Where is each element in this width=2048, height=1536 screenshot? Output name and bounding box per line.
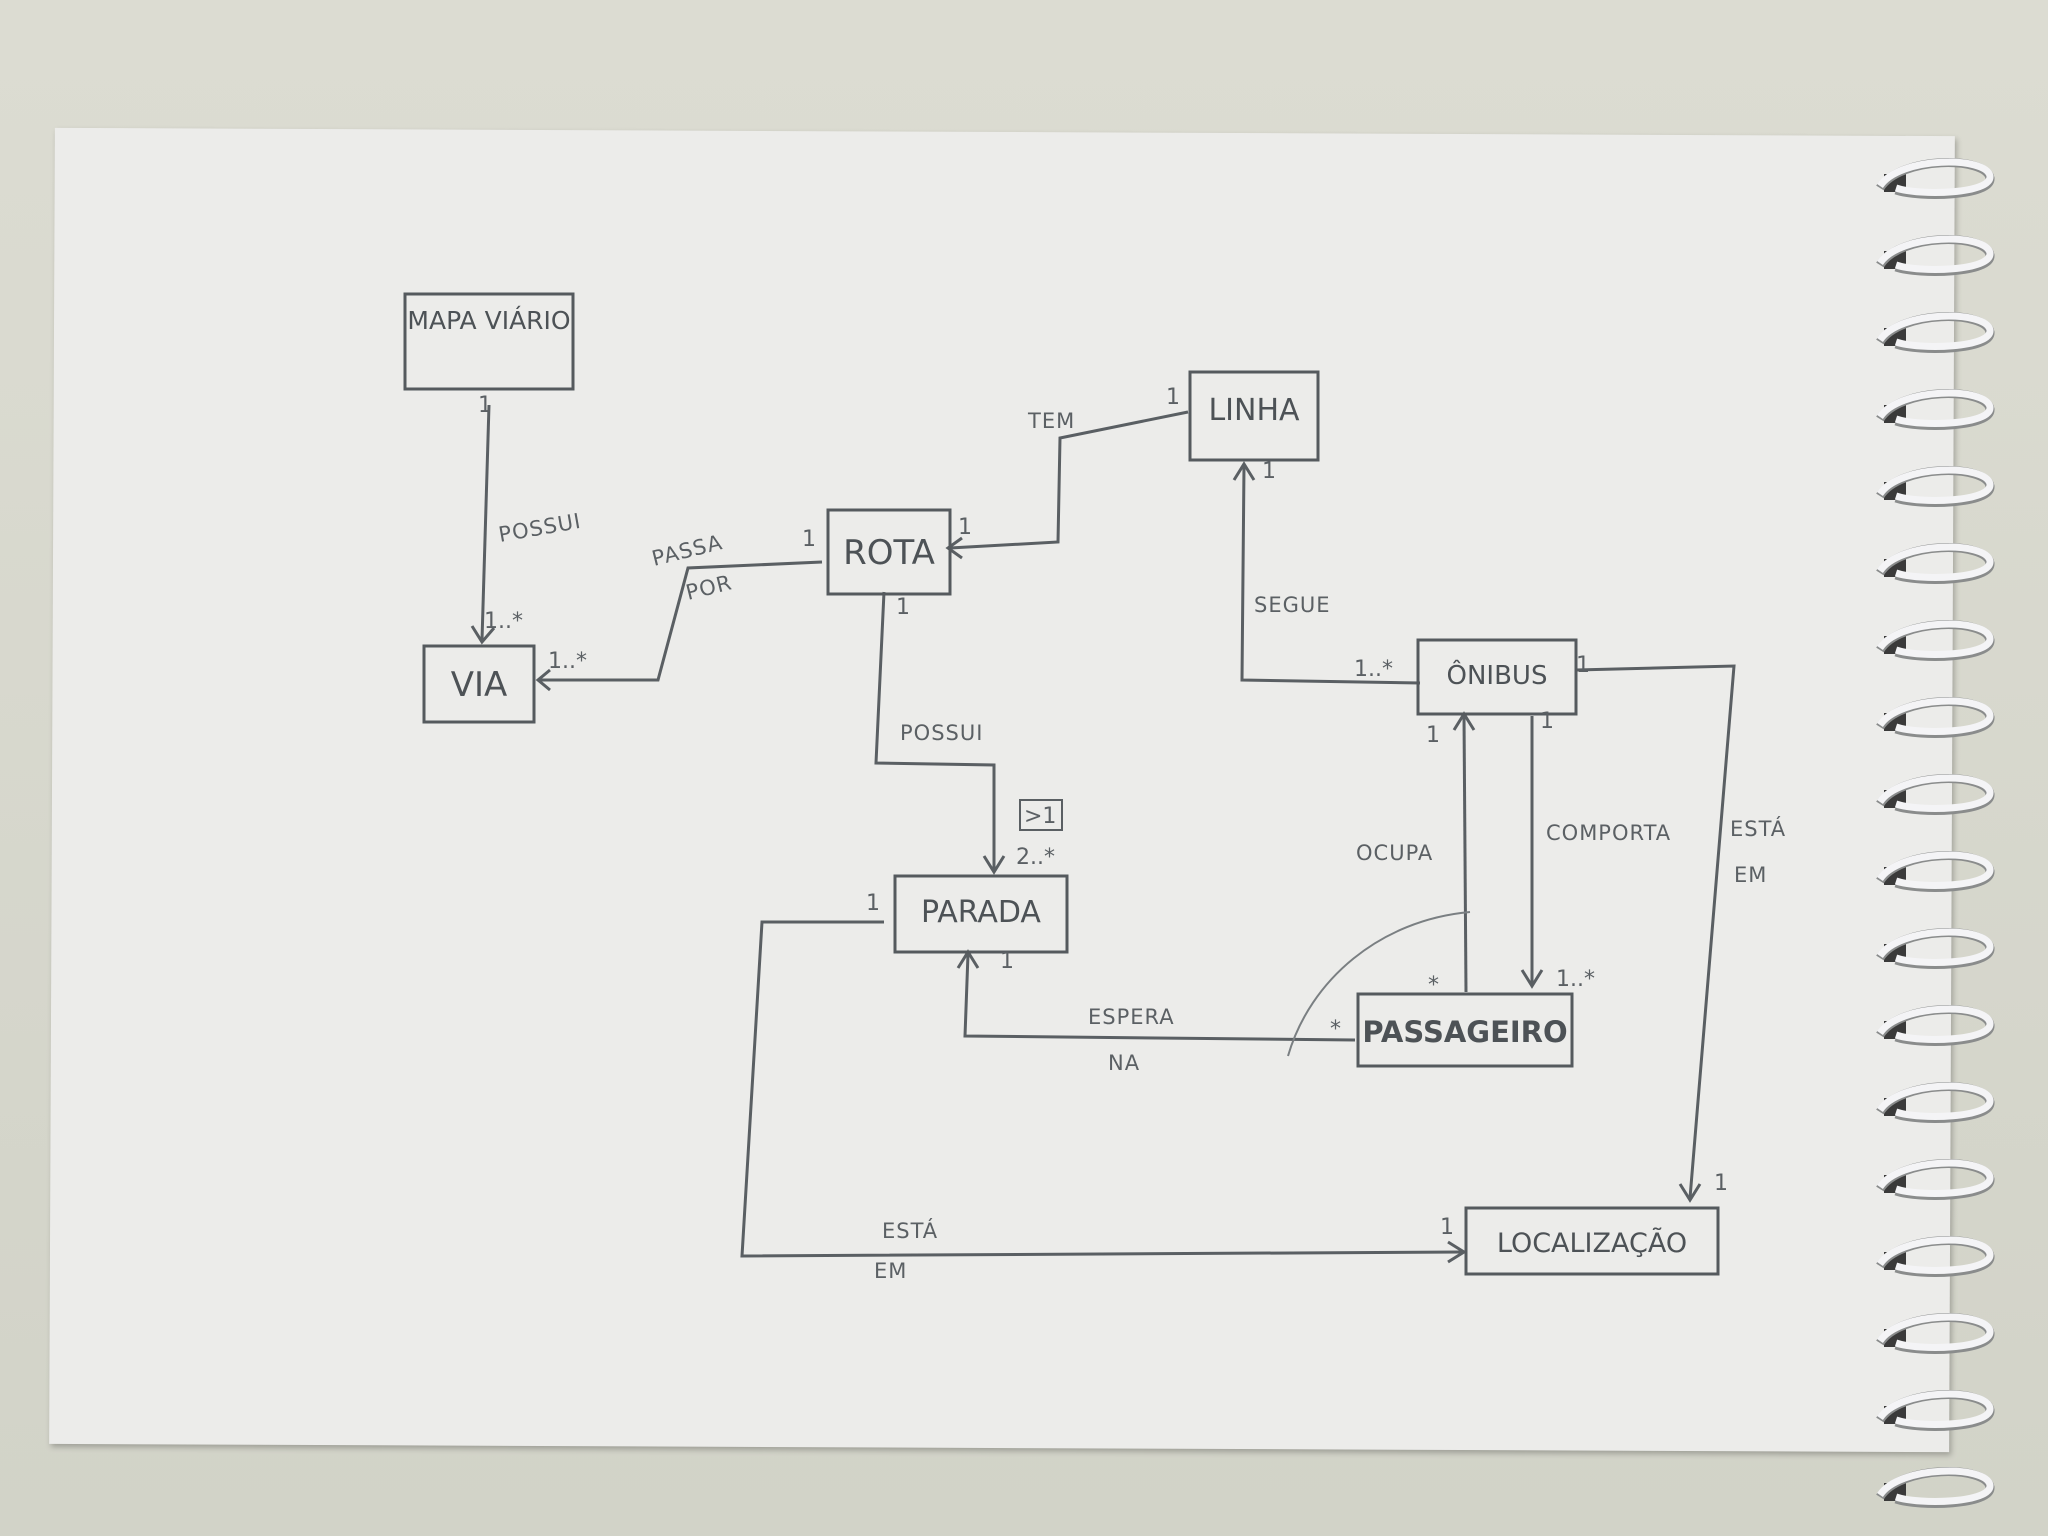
arrowhead-linha <box>1232 461 1256 481</box>
relation-label-por: POR <box>683 570 734 605</box>
binding-coil <box>1877 312 1994 350</box>
mult-parada: 2..* <box>1016 845 1055 870</box>
edge-parada-localizacao <box>740 920 1463 1258</box>
edge-onibus-localizacao <box>1575 664 1736 1199</box>
mult-linha-to-rota: 1 <box>1166 385 1180 410</box>
arrowhead-rota <box>945 536 963 560</box>
edge-mapa-via <box>480 404 491 641</box>
mult-rota-from-linha: 1 <box>958 515 972 540</box>
mult-passageiro-ocupa: * <box>1428 973 1439 998</box>
entity-linha: LINHA <box>1188 370 1320 462</box>
relation-label-segue: SEGUE <box>1254 593 1331 617</box>
binding-coil <box>1877 620 1994 658</box>
arrowhead-mapa-via <box>470 625 496 645</box>
mult-mapa: 1 <box>478 393 492 418</box>
entity-label: VIA <box>451 665 508 705</box>
binding-coil <box>1877 928 1994 966</box>
binding-coil <box>1877 1082 1994 1120</box>
binding-coil <box>1877 1236 1994 1274</box>
entity-parada: PARADA <box>893 874 1069 954</box>
relation-label-parada-esta: ESTÁ <box>882 1218 938 1243</box>
mult-rota-from-via: 1 <box>802 527 816 552</box>
entity-label: PASSAGEIRO <box>1362 1015 1567 1049</box>
binding-coil <box>1877 1390 1994 1428</box>
edge-rota-parada <box>874 591 996 870</box>
relation-label-onibus-em: EM <box>1734 863 1767 887</box>
arrowhead-localizacao-left <box>1447 1240 1467 1264</box>
mult-rota-to-parada: 1 <box>896 595 910 620</box>
entity-rota: ROTA <box>826 508 952 596</box>
binding-coil <box>1877 851 1994 889</box>
entity-label: LOCALIZAÇÃO <box>1497 1227 1687 1259</box>
entity-label: LINHA <box>1208 393 1300 428</box>
arrowhead-parada-top <box>982 855 1006 875</box>
entity-localizacao: LOCALIZAÇÃO <box>1464 1206 1720 1276</box>
mult-boxed-frame <box>1019 799 1063 831</box>
relation-label-na: NA <box>1108 1051 1140 1075</box>
stray-pencil-arc <box>1287 911 1471 1057</box>
mult-onibus-esta: 1 <box>1576 653 1590 678</box>
relation-label-espera: ESPERA <box>1088 1005 1175 1029</box>
binding-coil <box>1877 543 1994 581</box>
relation-label-ocupa: OCUPA <box>1356 841 1433 865</box>
entity-mapa-viario: MAPA VIÁRIO <box>403 292 575 391</box>
arrowhead-localizacao-top <box>1678 1183 1702 1203</box>
binding-coil <box>1877 774 1994 812</box>
binding-coil <box>1877 389 1994 427</box>
entity-label: ÔNIBUS <box>1447 659 1548 691</box>
mult-localizacao-from-parada: 1 <box>1440 1215 1454 1240</box>
entity-onibus: ÔNIBUS <box>1416 638 1578 716</box>
mult-passageiro-espera: * <box>1330 1017 1341 1042</box>
mult-via-from-mapa: 1..* <box>484 609 523 634</box>
binding-coil <box>1877 235 1994 273</box>
mult-localizacao-from-onibus: 1 <box>1714 1171 1728 1196</box>
binding-coil <box>1877 697 1994 735</box>
entity-passageiro: PASSAGEIRO <box>1356 992 1574 1068</box>
binding-coil <box>1877 158 1994 196</box>
edge-via-rota <box>540 560 823 682</box>
arrowhead-via <box>535 668 551 692</box>
relation-label-comporta: COMPORTA <box>1546 821 1671 845</box>
binding-coil <box>1877 1467 1994 1505</box>
entity-label: PARADA <box>921 895 1041 930</box>
relation-label-tem: TEM <box>1027 409 1075 433</box>
edge-linha-rota <box>949 410 1189 550</box>
relation-label-onibus-esta: ESTÁ <box>1730 816 1786 841</box>
mult-parada-from-passageiro: 1 <box>1000 949 1014 974</box>
relation-label-passa: PASSA <box>649 530 725 571</box>
mult-onibus-comporta: 1 <box>1540 709 1554 734</box>
binding-coil <box>1877 466 1994 504</box>
mult-onibus-to-linha: 1..* <box>1354 657 1393 682</box>
mult-parada-to-localizacao: 1 <box>866 891 880 916</box>
entity-label: ROTA <box>843 533 935 573</box>
mult-onibus-ocupa: 1 <box>1426 723 1440 748</box>
edge-passageiro-parada <box>963 953 1356 1042</box>
arrowhead-passageiro <box>1520 969 1544 989</box>
binding-coil <box>1877 1159 1994 1197</box>
entity-via: VIA <box>422 644 536 724</box>
mult-linha-from-onibus: 1 <box>1262 459 1276 484</box>
relation-label-rota-possui: POSSUI <box>900 721 983 745</box>
edge-onibus-linha <box>1240 465 1421 685</box>
edge-passageiro-onibus <box>1462 715 1468 993</box>
mult-parada-boxed: >1 <box>1024 804 1056 829</box>
mult-passageiro-comporta: 1..* <box>1556 967 1595 992</box>
relation-label-parada-em: EM <box>874 1259 907 1283</box>
entity-label: MAPA VIÁRIO <box>407 306 570 335</box>
spiral-binding <box>1876 158 1995 1508</box>
binding-coil <box>1877 1005 1994 1043</box>
binding-coil <box>1877 1313 1994 1351</box>
relation-label-mapa-possui: POSSUI <box>497 509 583 547</box>
mult-via-from-rota: 1..* <box>548 649 587 674</box>
